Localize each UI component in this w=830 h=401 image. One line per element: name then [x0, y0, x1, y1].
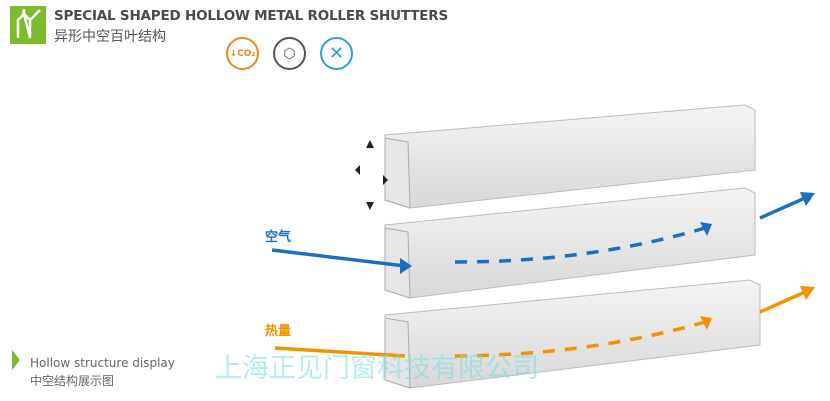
caption-en: Hollow structure display: [30, 356, 175, 370]
air-flow-arrow: [271, 196, 806, 268]
shutter-slat-2: [384, 187, 756, 299]
co2-reduction-icon: ↓CO₂: [226, 37, 259, 70]
heat-flow-arrow: [274, 290, 806, 358]
heat-label: 热量: [265, 324, 292, 339]
caption-zh: 中空结构展示图: [30, 374, 115, 388]
watermark: 上海正见门窗科技有限公司: [215, 353, 539, 384]
expansion-arrows: [355, 140, 388, 210]
expansion-icon: ⬡: [273, 37, 306, 70]
caption-triangle-icon: [12, 350, 20, 370]
page-subtitle: 异形中空百叶结构: [54, 29, 166, 45]
shutter-slat-3: [384, 279, 761, 389]
page-title: SPECIAL SHAPED HOLLOW METAL ROLLER SHUTT…: [54, 8, 448, 24]
air-label: 空气: [265, 230, 292, 245]
fan-icon: ✕: [320, 37, 353, 70]
shutter-slat-1: [384, 104, 756, 209]
logo-icon: [10, 6, 46, 44]
